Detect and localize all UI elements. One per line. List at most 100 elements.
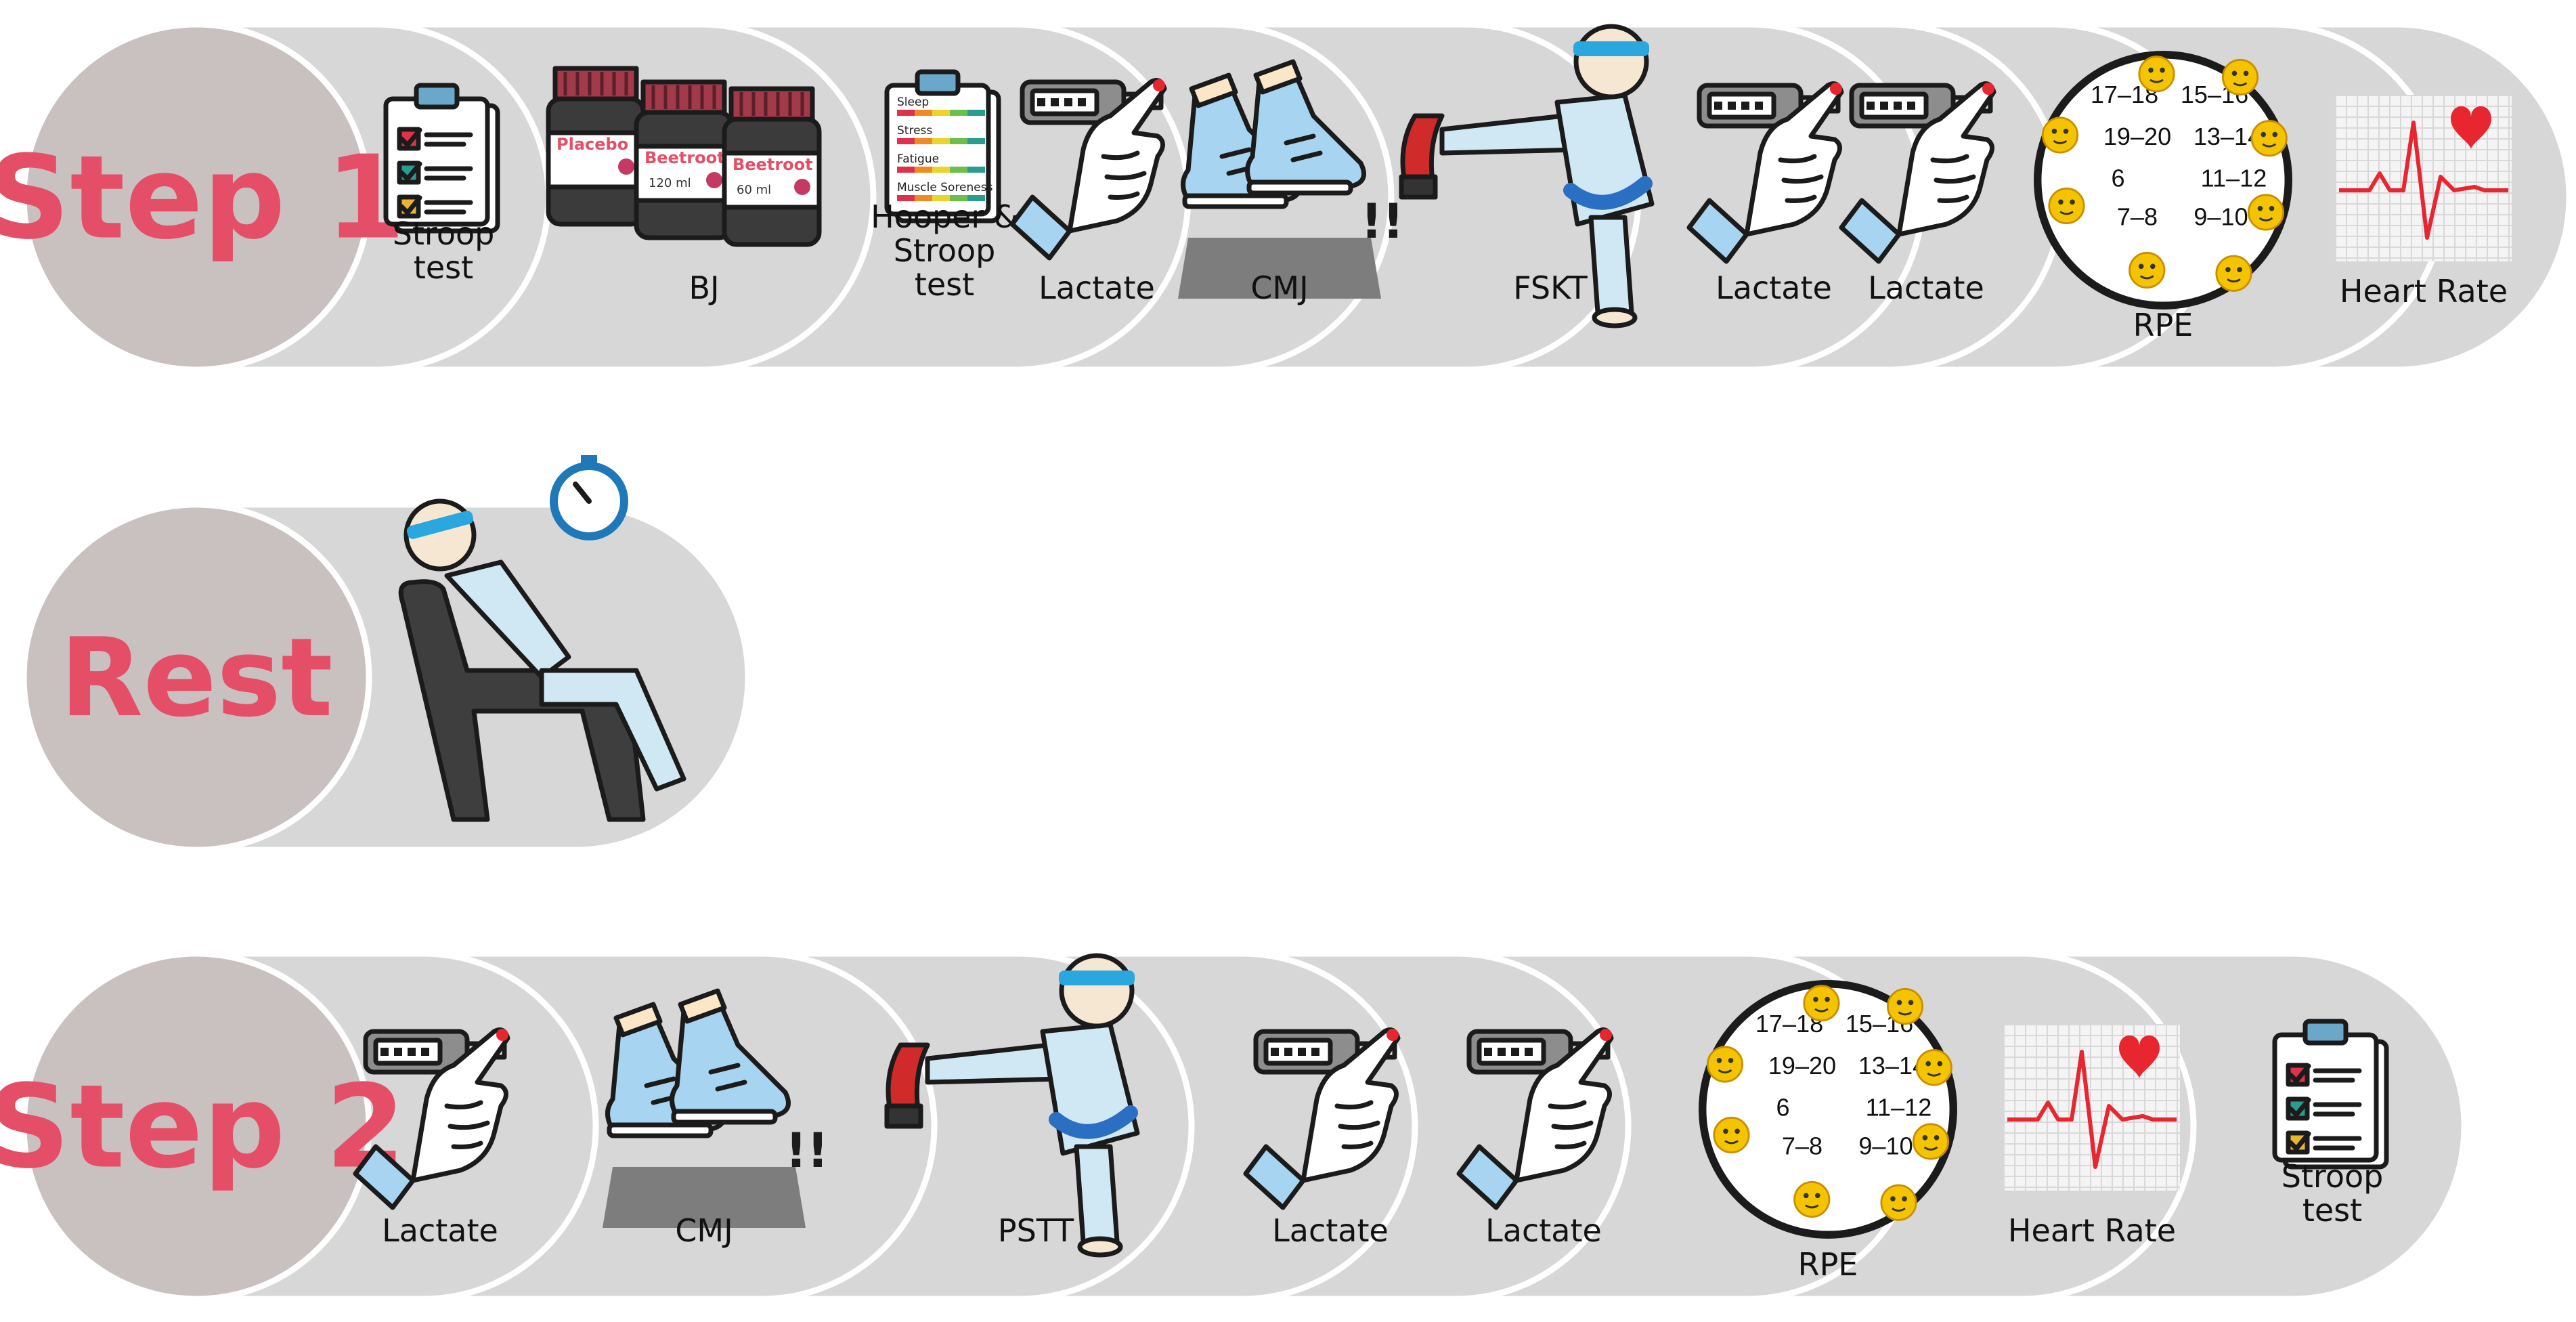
scale-bar	[897, 138, 915, 144]
bottle-label-text: Beetroot	[645, 148, 725, 167]
meter-digit	[1880, 102, 1888, 110]
head	[1573, 24, 1649, 100]
standing-leg	[1588, 215, 1634, 315]
emoji-face-icon	[1915, 1049, 1952, 1086]
item-label: Hooper &	[871, 198, 1018, 235]
check-mark	[399, 161, 422, 182]
emoji-face-icon	[1912, 1123, 1950, 1160]
step-circle	[20, 21, 372, 373]
item-label: Lactate	[382, 1212, 498, 1249]
rpe-value: 6	[2111, 165, 2124, 192]
impact-mark: !!	[785, 1123, 829, 1178]
item-label: Stroop	[2282, 1158, 2384, 1195]
standing-leg	[1074, 1144, 1120, 1244]
bottle-label-text: Placebo	[556, 135, 628, 154]
row-2: Rest	[20, 455, 751, 853]
meter-digit	[1064, 98, 1072, 106]
meter-digit	[1741, 102, 1749, 110]
meter-digit	[1755, 102, 1763, 110]
meter-digit	[421, 1048, 429, 1056]
headband	[1573, 41, 1649, 56]
rpe-dial	[1699, 980, 1957, 1239]
emoji-face-icon	[2221, 58, 2259, 96]
meter-digit	[1894, 102, 1902, 110]
blood-drop	[1387, 1029, 1399, 1041]
stroop-clipboard-icon	[383, 83, 500, 234]
clipboard-clip	[2302, 1019, 2349, 1046]
jump-mat	[603, 1167, 806, 1228]
finger-lines	[1334, 1100, 1380, 1149]
bottle-cap	[728, 86, 815, 122]
check-mark	[2288, 1097, 2311, 1117]
blood-drop	[1600, 1029, 1612, 1041]
meter-digit	[380, 1048, 389, 1056]
meter-digit	[1311, 1048, 1319, 1056]
heart-rate-icon	[2003, 1024, 2180, 1191]
questionnaire-field: Muscle Soreness	[897, 181, 993, 194]
item-label: RPE	[2133, 307, 2193, 343]
clipboard-clip	[915, 69, 961, 96]
meter-digit	[1525, 1048, 1533, 1056]
item-label: Lactate	[1485, 1212, 1602, 1249]
pad-handle	[1399, 174, 1438, 200]
item-label: Lactate	[1716, 270, 1832, 306]
foot	[1592, 307, 1638, 328]
taekwondo-kick-icon	[884, 953, 1140, 1258]
item-label: Heart Rate	[2008, 1212, 2176, 1249]
person-torso	[444, 559, 571, 680]
scale-bar	[950, 195, 967, 201]
meter-digit	[1037, 98, 1045, 106]
lactate-meter-icon	[353, 1027, 510, 1210]
heart-icon	[2119, 1035, 2160, 1079]
scale-bar	[967, 110, 985, 116]
blood-drop	[1830, 83, 1842, 95]
questionnaire-field: Sleep	[897, 95, 929, 109]
rpe-value: 19–20	[2103, 123, 2171, 150]
check-mark	[399, 127, 422, 148]
jump-mat	[1178, 238, 1381, 299]
rpe-value: 13–14	[2193, 123, 2261, 150]
headband	[406, 511, 474, 539]
pad-handle	[884, 1103, 923, 1129]
emoji-face-icon	[2138, 56, 2175, 93]
step-label: Step 1	[0, 131, 406, 265]
meter-digit	[1511, 1048, 1519, 1056]
emoji-face-icon	[1886, 987, 1924, 1025]
emoji-face-icon	[1880, 1184, 1917, 1221]
sock	[678, 988, 727, 1024]
meter-digit	[1284, 1048, 1292, 1056]
rpe-dial	[2034, 51, 2292, 310]
jump-shoe	[1245, 59, 1366, 196]
meter-digit	[1907, 102, 1915, 110]
emoji-face-icon	[2048, 187, 2085, 225]
questionnaire-field: Stress	[897, 124, 932, 137]
lactate-meter-icon	[1243, 1027, 1401, 1210]
meter-digit	[1271, 1048, 1279, 1056]
rpe-value: 13–14	[1858, 1052, 1926, 1080]
meter-digit	[408, 1048, 416, 1056]
ecg-trace	[2339, 121, 2508, 240]
item-label: Lactate	[1868, 270, 1984, 306]
lactate-meter-icon	[1839, 81, 1996, 264]
sock	[613, 1002, 663, 1038]
lactate-meter-icon	[1009, 78, 1167, 261]
sleeve	[353, 1144, 416, 1210]
meter-digit	[394, 1048, 402, 1056]
item-label: test	[915, 266, 974, 303]
shoe-sole	[671, 1109, 778, 1125]
item-label: Lactate	[1272, 1212, 1389, 1249]
belt	[1563, 176, 1653, 210]
heart-icon	[2451, 106, 2491, 150]
sleeve	[1456, 1144, 1519, 1210]
finger-lines	[444, 1100, 490, 1149]
emoji-face-icon	[1706, 1046, 1744, 1083]
scale-bar	[950, 138, 967, 144]
scale-bar	[915, 167, 932, 173]
scale-bar	[950, 167, 967, 173]
item-label: PSTT	[998, 1212, 1074, 1249]
